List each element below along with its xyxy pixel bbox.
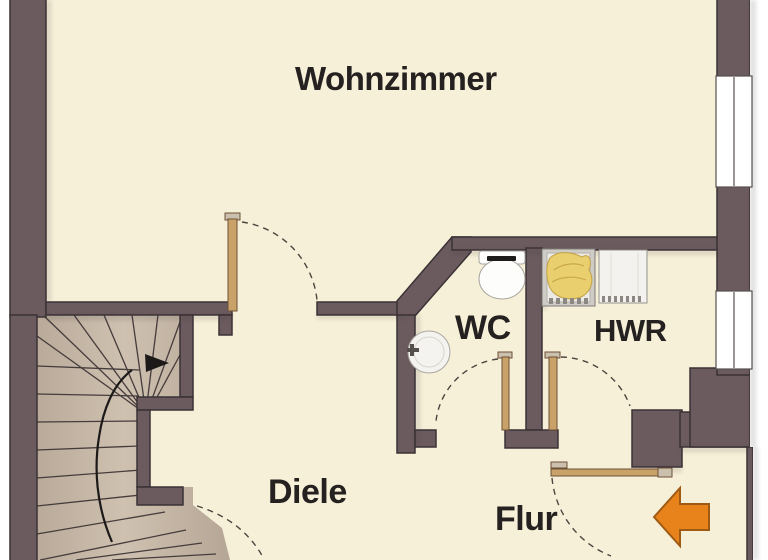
door-jamb (657, 467, 673, 478)
wall-right-thin (746, 446, 754, 560)
wall-block-flur (631, 409, 683, 468)
door-swing-wohnzimmer (241, 221, 318, 301)
toilet-icon (478, 250, 526, 300)
room-label-flur: Flur (495, 500, 558, 538)
room-label-wohnzimmer: Wohnzimmer (295, 60, 497, 97)
door-swing-hwr (560, 356, 631, 407)
room-label-hwr: HWR (594, 313, 667, 348)
door-jamb (550, 461, 568, 469)
door-leaf-flur (550, 468, 659, 477)
wall-wc-left (396, 314, 416, 454)
wall-diele-wohnzimmer (316, 301, 408, 316)
door-swing-flur (551, 477, 612, 557)
room-label-wc: WC (455, 309, 511, 347)
entrance-arrow-icon (652, 485, 710, 549)
window-2 (715, 290, 753, 370)
wall-stair-right-4 (136, 486, 184, 506)
wall-stair-right-3 (136, 409, 151, 488)
window-1 (715, 75, 753, 188)
door-leaf-wohnzimmer (227, 218, 238, 312)
stair-direction-arrow (95, 354, 169, 543)
wall-stair-right-1 (179, 314, 194, 398)
door-swing-arcs (196, 221, 631, 560)
wall-left-lower (9, 314, 38, 560)
wall-wc-hwr (525, 247, 543, 431)
wall-wc-hwr-foot (504, 429, 559, 449)
door-swing-stairs (196, 505, 265, 560)
wall-left-upper (9, 0, 47, 318)
door-leaf-wc (501, 356, 510, 431)
appliance-icon (598, 249, 648, 304)
room-label-diele: Diele (268, 473, 347, 511)
wall-wohnzimmer-south (451, 236, 719, 251)
door-leaves (224, 212, 673, 478)
door-swing-wc (435, 358, 499, 422)
wall-stair-right-2 (136, 396, 194, 411)
door-leaf-hwr (548, 356, 558, 431)
washing-machine-icon (541, 248, 596, 307)
wall-stair-top (45, 301, 233, 316)
wall-corner-pier (689, 367, 751, 448)
sink-icon (407, 330, 451, 374)
